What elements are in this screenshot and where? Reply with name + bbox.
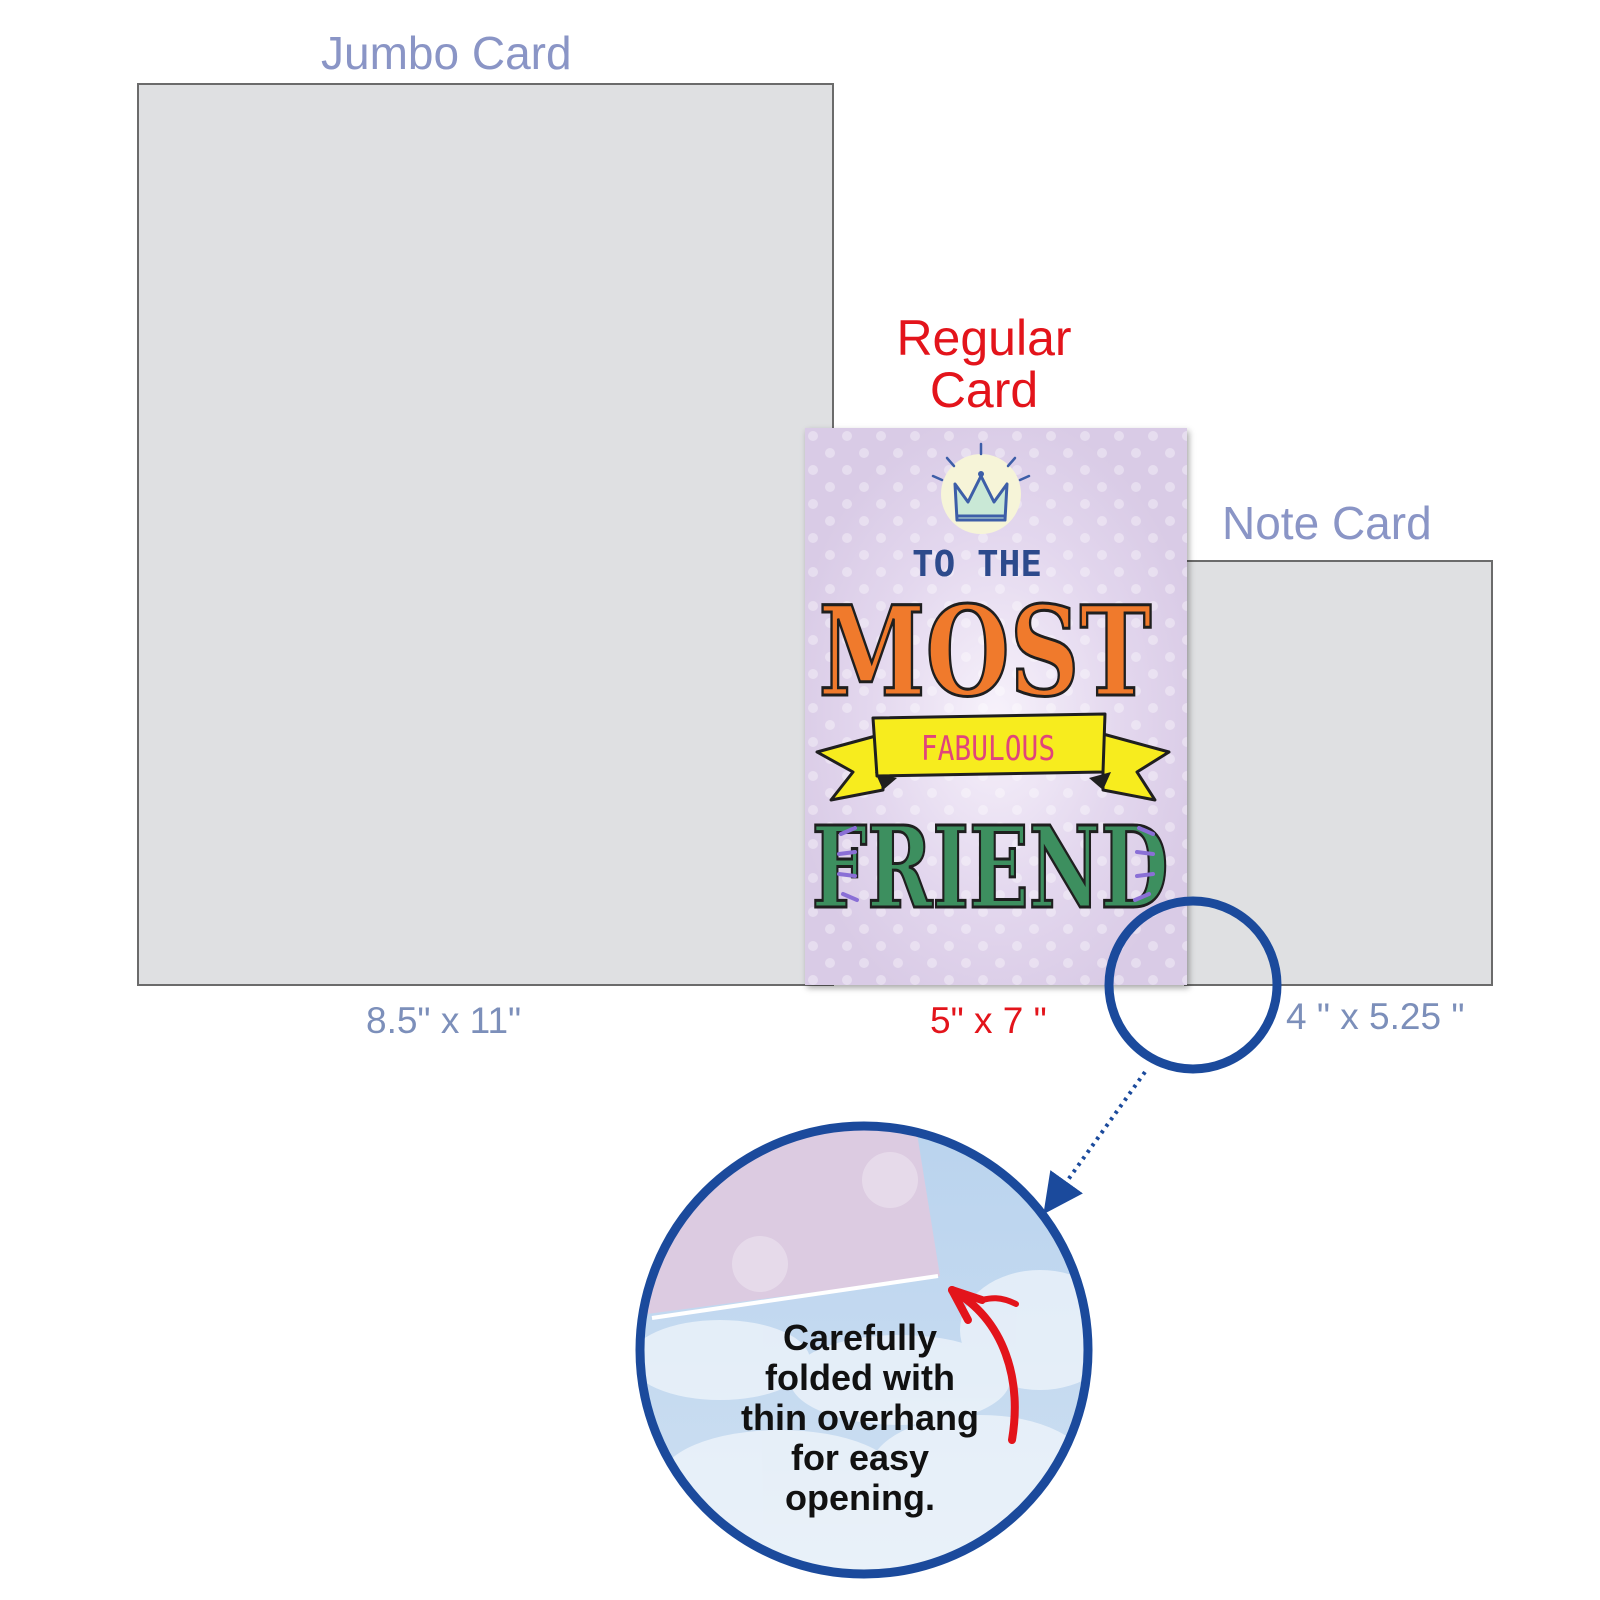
- greeting-line-friend: FRIEND: [812, 802, 1169, 934]
- regular-card-title-line2: Card: [929, 362, 1039, 418]
- note-card-dimensions: 4 " x 5.25 ": [1286, 996, 1465, 1037]
- red-curved-arrow-icon: [948, 1286, 1019, 1444]
- callout-line: thin overhang: [740, 1397, 979, 1438]
- jumbo-card-outline: [137, 83, 834, 986]
- callout-line: Carefully: [782, 1317, 938, 1358]
- dotted-pointer-arrow: [1043, 1070, 1147, 1215]
- callout-line: folded with: [765, 1357, 955, 1398]
- regular-card-title-line1: Regular: [896, 310, 1072, 366]
- regular-card-artwork: TO THE MOST FABULOUS FRIEND: [805, 428, 1187, 985]
- yellow-ribbon-banner: [815, 712, 1171, 802]
- greeting-line-fabulous: FABULOUS: [921, 729, 1055, 768]
- crown-icon: [931, 442, 1031, 534]
- callout-text: Carefully folded with thin overhang for …: [700, 1318, 1020, 1518]
- regular-card-dimensions: 5" x 7 ": [930, 1000, 1047, 1041]
- magnified-callout: [640, 1126, 1088, 1574]
- greeting-line-most: MOST: [818, 580, 1151, 725]
- jumbo-card-dimensions: 8.5" x 11": [366, 1000, 522, 1041]
- card-edge-highlight: [651, 1274, 939, 1320]
- note-card-title: Note Card: [1222, 497, 1432, 549]
- regular-card-illustration: TO THE MOST FABULOUS FRIEND: [805, 428, 1187, 985]
- callout-ring: [635, 1121, 1093, 1579]
- sparkle-lines-icon: [837, 826, 1155, 902]
- greeting-line-to-the: TO THE: [912, 544, 1042, 585]
- callout-line: for easy: [790, 1437, 930, 1478]
- highlight-ring: [1104, 896, 1282, 1074]
- jumbo-card-title: Jumbo Card: [321, 27, 572, 79]
- callout-line: opening.: [785, 1477, 935, 1518]
- regular-card-title: Regular Card: [886, 312, 1082, 416]
